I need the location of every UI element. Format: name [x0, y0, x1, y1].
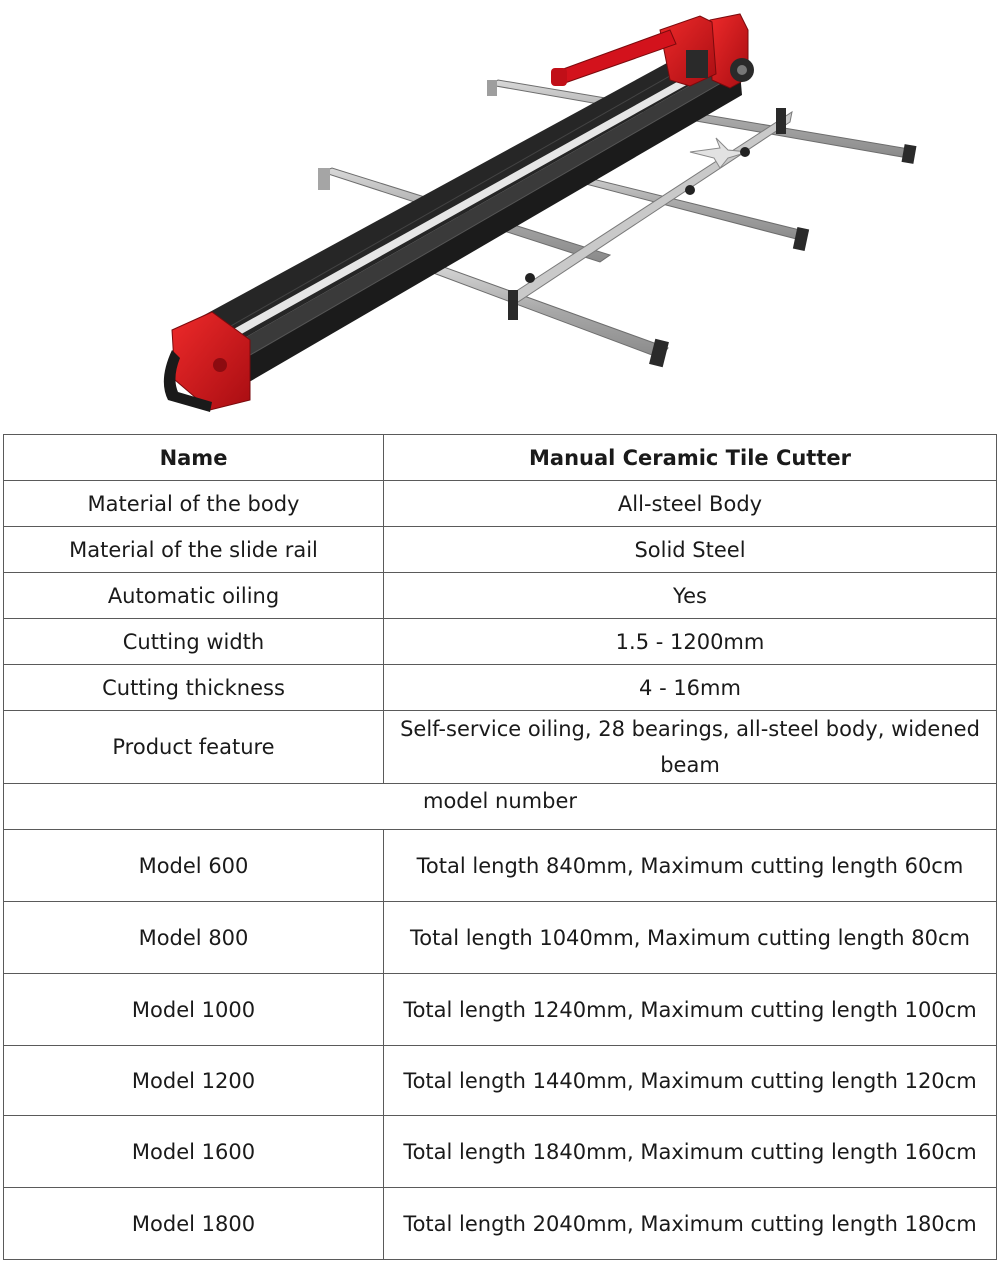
spec-value: Yes — [383, 572, 997, 619]
end-block-left — [163, 311, 251, 412]
table-row: Cutting thickness 4 - 16mm — [3, 664, 997, 711]
table-row: Automatic oiling Yes — [3, 572, 997, 619]
model-name: Model 1800 — [3, 1187, 384, 1260]
support-arm-front — [318, 168, 669, 368]
header-name-cell: Name — [3, 434, 384, 481]
model-name: Model 1200 — [3, 1045, 384, 1116]
model-name: Model 1000 — [3, 973, 384, 1046]
model-name: Model 800 — [3, 901, 384, 974]
spec-name: Cutting width — [3, 618, 384, 665]
table-row: Product feature Self-service oiling, 28 … — [3, 710, 997, 784]
table-row: Model 1000 Total length 1240mm, Maximum … — [3, 973, 997, 1046]
end-block-right — [709, 13, 754, 89]
spec-value: 1.5 - 1200mm — [383, 618, 997, 665]
spec-name: Automatic oiling — [3, 572, 384, 619]
angle-guide — [508, 108, 793, 320]
table-header-row: Name Manual Ceramic Tile Cutter — [3, 434, 997, 481]
product-photo — [0, 0, 1000, 430]
table-row: Model 1800 Total length 2040mm, Maximum … — [3, 1187, 997, 1260]
table-row: Model 600 Total length 840mm, Maximum cu… — [3, 829, 997, 902]
cutter-body — [195, 45, 742, 385]
spec-table: Name Manual Ceramic Tile Cutter Material… — [3, 434, 997, 1260]
model-name: Model 600 — [3, 829, 384, 902]
spec-value: Solid Steel — [383, 526, 997, 573]
section-label: model number — [3, 783, 997, 830]
spec-value: All-steel Body — [383, 480, 997, 527]
model-value: Total length 1240mm, Maximum cutting len… — [383, 973, 997, 1046]
section-row: model number — [3, 783, 997, 830]
tile-cutter-icon — [163, 13, 917, 412]
model-value: Total length 1040mm, Maximum cutting len… — [383, 901, 997, 974]
spec-name: Cutting thickness — [3, 664, 384, 711]
model-value: Total length 1840mm, Maximum cutting len… — [383, 1115, 997, 1188]
model-value: Total length 840mm, Maximum cutting leng… — [383, 829, 997, 902]
model-value: Total length 2040mm, Maximum cutting len… — [383, 1187, 997, 1260]
table-row: Material of the slide rail Solid Steel — [3, 526, 997, 573]
table-row: Model 800 Total length 1040mm, Maximum c… — [3, 901, 997, 974]
table-row: Model 1200 Total length 1440mm, Maximum … — [3, 1045, 997, 1116]
spec-value: 4 - 16mm — [383, 664, 997, 711]
table-row: Material of the body All-steel Body — [3, 480, 997, 527]
cutting-handle — [551, 15, 717, 87]
spec-value: Self-service oiling, 28 bearings, all-st… — [383, 710, 997, 784]
spec-name: Material of the body — [3, 480, 384, 527]
spec-name: Product feature — [3, 710, 384, 784]
table-row: Model 1600 Total length 1840mm, Maximum … — [3, 1115, 997, 1188]
table-row: Cutting width 1.5 - 1200mm — [3, 618, 997, 665]
model-value: Total length 1440mm, Maximum cutting len… — [383, 1045, 997, 1116]
spec-name: Material of the slide rail — [3, 526, 384, 573]
header-value-cell: Manual Ceramic Tile Cutter — [383, 434, 997, 481]
model-name: Model 1600 — [3, 1115, 384, 1188]
